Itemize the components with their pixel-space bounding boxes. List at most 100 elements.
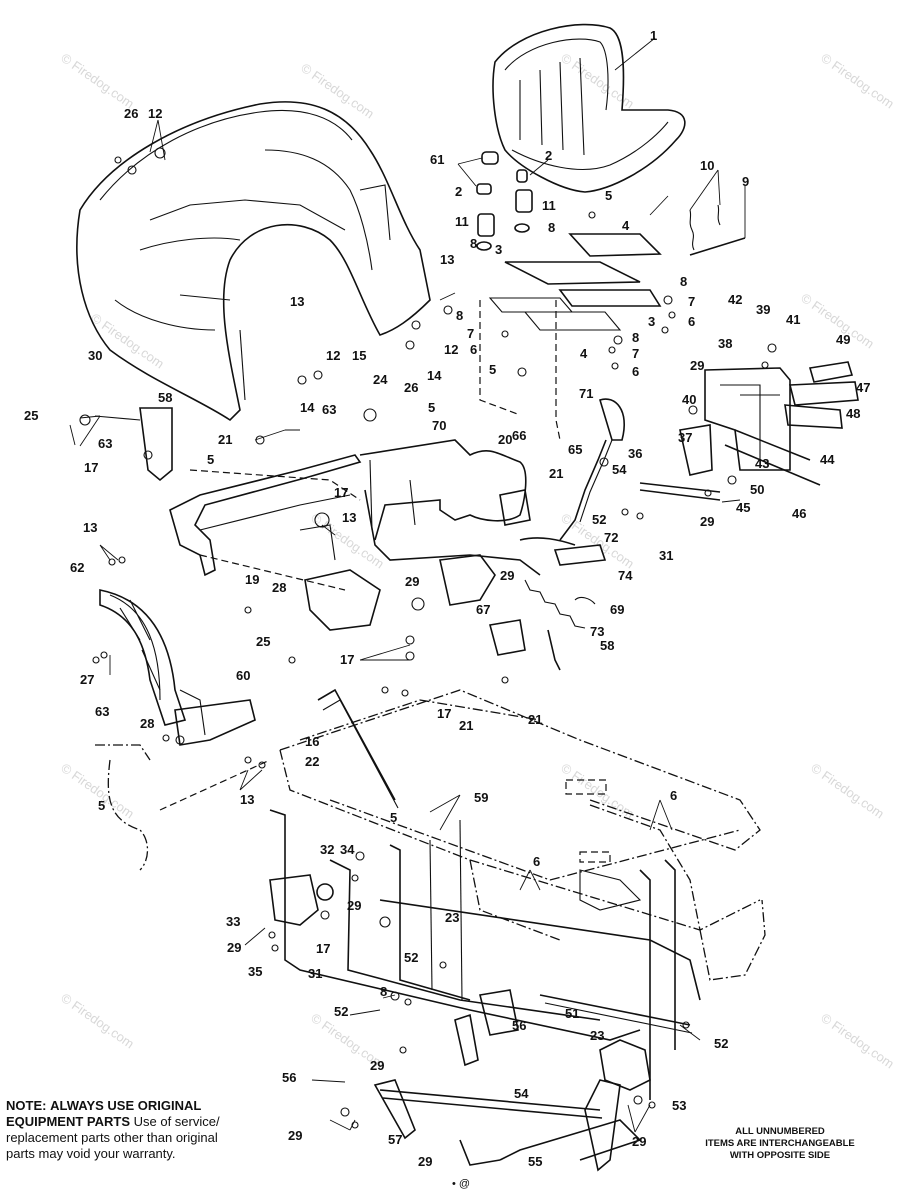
callout-42: 42	[728, 292, 742, 307]
callout-12: 12	[326, 348, 340, 363]
callout-6: 6	[670, 788, 677, 803]
note-text-3: Use of service/	[133, 1114, 220, 1129]
callout-73: 73	[590, 624, 604, 639]
callout-4: 4	[622, 218, 630, 233]
callout-61: 61	[430, 152, 444, 167]
callout-6: 6	[533, 854, 540, 869]
callout-58: 58	[158, 390, 172, 405]
callout-1: 1	[650, 28, 657, 43]
callout-56: 56	[512, 1018, 526, 1033]
callout-44: 44	[820, 452, 835, 467]
callout-40: 40	[682, 392, 696, 407]
return-spring	[524, 579, 586, 671]
callout-16: 16	[305, 734, 319, 749]
seat-part	[492, 23, 686, 193]
callout-49: 49	[836, 332, 850, 347]
callout-26: 26	[124, 106, 138, 121]
callout-2: 2	[455, 184, 462, 199]
callout-17: 17	[84, 460, 98, 475]
callout-71: 71	[579, 386, 593, 401]
callout-9: 9	[742, 174, 749, 189]
callout-14: 14	[300, 400, 315, 415]
fender-bracket	[94, 407, 173, 482]
callout-72: 72	[604, 530, 618, 545]
callout-45: 45	[736, 500, 750, 515]
callout-8: 8	[380, 984, 387, 999]
callout-52: 52	[592, 512, 606, 527]
callout-29: 29	[690, 358, 704, 373]
callout-69: 69	[610, 602, 624, 617]
bottom-page-mark: • @	[452, 1178, 471, 1190]
callout-63: 63	[95, 704, 109, 719]
callout-60: 60	[236, 668, 250, 683]
callout-6: 6	[470, 342, 477, 357]
callout-74: 74	[618, 568, 633, 583]
callout-21: 21	[459, 718, 473, 733]
callout-8: 8	[548, 220, 555, 235]
callout-5: 5	[489, 362, 496, 377]
callout-47: 47	[856, 380, 870, 395]
callout-11: 11	[542, 198, 556, 213]
seat-mount-plates	[488, 233, 662, 331]
callout-17: 17	[340, 652, 354, 667]
callout-70: 70	[432, 418, 446, 433]
callout-19: 19	[245, 572, 259, 587]
callout-13: 13	[83, 520, 97, 535]
callout-23: 23	[590, 1028, 604, 1043]
callout-8: 8	[632, 330, 639, 345]
panel-plates	[784, 361, 859, 429]
callout-8: 8	[456, 308, 463, 323]
callout-54: 54	[612, 462, 627, 477]
callout-29: 29	[500, 568, 514, 583]
lower-frame-rails	[269, 809, 701, 1100]
callout-51: 51	[565, 1006, 579, 1021]
callout-7: 7	[467, 326, 474, 341]
callout-29: 29	[418, 1154, 432, 1169]
callout-41: 41	[786, 312, 800, 327]
callout-66: 66	[512, 428, 526, 443]
callout-52: 52	[714, 1036, 728, 1051]
note-text-4: replacement parts other than original	[6, 1130, 218, 1145]
callout-17: 17	[316, 941, 330, 956]
callout-20: 20	[498, 432, 512, 447]
callout-29: 29	[632, 1134, 646, 1149]
callout-4: 4	[580, 346, 588, 361]
note-text-2: EQUIPMENT PARTS	[6, 1114, 130, 1129]
callout-12: 12	[444, 342, 458, 357]
callout-10: 10	[700, 158, 714, 173]
fender-part	[76, 101, 431, 422]
callout-17: 17	[437, 706, 451, 721]
callout-5: 5	[428, 400, 435, 415]
callout-5: 5	[605, 188, 612, 203]
center-brackets	[499, 489, 607, 605]
callout-31: 31	[659, 548, 673, 563]
callout-13: 13	[240, 792, 254, 807]
callout-29: 29	[227, 940, 241, 955]
callout-43: 43	[755, 456, 769, 471]
lift-bracket	[269, 874, 334, 926]
callout-13: 13	[440, 252, 454, 267]
callout-33: 33	[226, 914, 240, 929]
callout-55: 55	[528, 1154, 542, 1169]
callout-11: 11	[455, 214, 469, 229]
callout-29: 29	[700, 514, 714, 529]
pedal-linkage-left	[95, 744, 271, 871]
chassis-outline	[279, 689, 766, 981]
watermark: © Firedog.com	[58, 50, 137, 111]
callout-67: 67	[476, 602, 490, 617]
callout-13: 13	[290, 294, 304, 309]
note-text-5: parts may void your warranty.	[6, 1146, 176, 1161]
watermark: © Firedog.com	[58, 990, 137, 1051]
side-note-line-3: WITH OPPOSITE SIDE	[729, 1150, 831, 1161]
callout-2: 2	[545, 148, 552, 163]
note-text-1: ALWAYS USE ORIGINAL	[50, 1098, 202, 1113]
spring-rod	[689, 204, 746, 256]
callout-27: 26	[404, 380, 418, 395]
callout-24: 24	[373, 372, 388, 387]
callout-28: 28	[140, 716, 154, 731]
side-note-line-2: ITEMS ARE INTERCHANGEABLE	[705, 1138, 855, 1149]
watermark: © Firedog.com	[298, 60, 377, 121]
callout-21: 21	[549, 466, 563, 481]
callout-50: 50	[750, 482, 764, 497]
